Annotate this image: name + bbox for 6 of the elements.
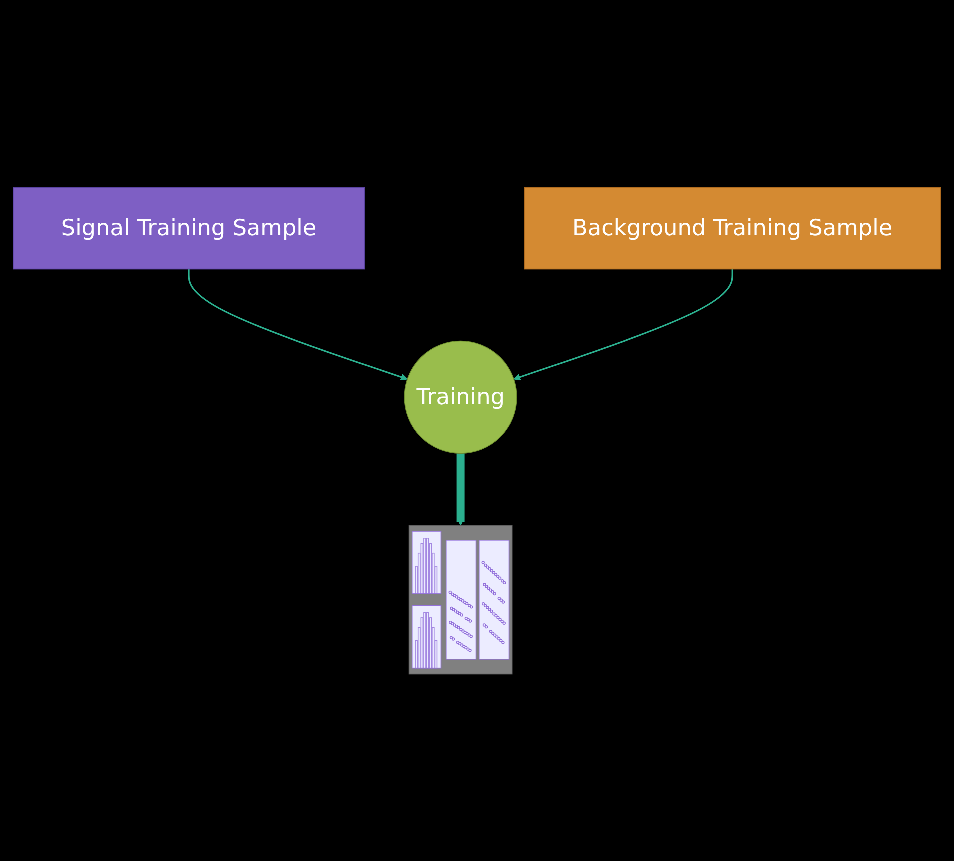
arrow [456,453,465,526]
node-box: Signal Training Sample [13,186,366,270]
node-box: Background Training Sample [524,186,941,270]
arrow [188,268,408,380]
arrow [514,268,734,380]
node-circle: Training [404,340,518,454]
